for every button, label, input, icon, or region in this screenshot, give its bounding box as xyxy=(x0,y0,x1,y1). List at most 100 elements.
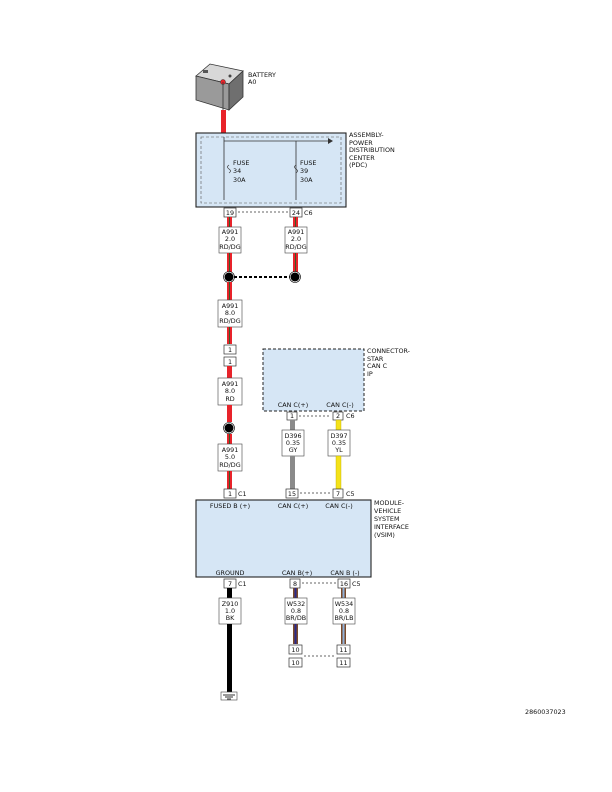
vsim-can-c-minus: CAN C(-) xyxy=(325,502,352,510)
splice-mid xyxy=(223,422,235,434)
vsim-title-5: (VSIM) xyxy=(374,531,395,539)
splice-mid-ring xyxy=(223,422,235,434)
star-title-4: IP xyxy=(367,370,373,378)
wire-a991-rd-lower xyxy=(227,405,232,422)
wire-d397-color: YL xyxy=(334,446,343,454)
wire-z910-color: BK xyxy=(226,614,235,622)
vsim-top-pin-7-label: 7 xyxy=(336,490,340,498)
bottom-pin-11-top xyxy=(336,644,351,655)
inline-pin-bottom-label: 1 xyxy=(228,358,232,366)
wire-a991-5-lower xyxy=(227,471,232,489)
wire-d397-lower xyxy=(335,455,342,490)
fuse-39-label: FUSE xyxy=(300,159,316,167)
wire-a991-8-color: RD/DG xyxy=(219,317,240,325)
battery-id: A0 xyxy=(248,78,256,86)
fuse-34-label: FUSE xyxy=(233,159,249,167)
wire-z910-lower xyxy=(227,624,232,692)
wire-a991-5-tag xyxy=(217,443,243,472)
vsim-ground: GROUND xyxy=(216,569,245,577)
wire-a991-rd-tag xyxy=(217,377,243,406)
pdc-pin-24-label: 24 xyxy=(292,209,300,217)
vsim-bot-pin-8-label: 8 xyxy=(293,580,297,588)
wire-w534-lower xyxy=(341,624,346,644)
fuse-39-number: 39 xyxy=(300,167,308,175)
pdc-title-2: POWER xyxy=(349,139,373,147)
vsim-can-c-plus: CAN C(+) xyxy=(278,502,308,510)
vsim-top-pin-15 xyxy=(285,488,299,499)
wire-z910-gauge: 1.0 xyxy=(225,607,235,615)
wire-a991-rd-gauge: 8.0 xyxy=(225,387,235,395)
wire-a991-right-circuit: A991 xyxy=(288,228,305,236)
pdc-connector: C6 xyxy=(304,209,313,217)
wire-w534-circuit: W534 xyxy=(335,600,354,608)
wire-d396-lower xyxy=(290,456,295,489)
wire-a991-rd-circuit: A991 xyxy=(222,380,239,388)
vsim-top-pin-7 xyxy=(332,488,344,499)
wire-z910-circuit: Z910 xyxy=(222,600,239,608)
wire-a991-5-gauge: 5.0 xyxy=(225,453,235,461)
wire-a991-8-circuit: A991 xyxy=(222,302,239,310)
battery-icon xyxy=(195,63,244,111)
wire-a991-8-tag xyxy=(217,299,243,328)
wire-a991-right-lower xyxy=(293,253,298,275)
wire-d396-upper xyxy=(290,420,295,430)
splice-right xyxy=(289,271,301,283)
splice-right-ring xyxy=(289,271,301,283)
pdc-title-1: ASSEMBLY- xyxy=(349,131,384,139)
fuse-34-number: 34 xyxy=(233,167,241,175)
wire-a991-left-color: RD/DG xyxy=(219,243,240,251)
wire-a991-rd-upper xyxy=(227,366,232,378)
star-title-2: STAR xyxy=(367,355,384,363)
vsim-top-pin-15-label: 15 xyxy=(288,490,296,498)
star-can-minus: CAN C(-) xyxy=(326,401,353,409)
wire-z910-upper xyxy=(227,588,232,598)
inline-pin-top xyxy=(223,344,237,355)
wire-w534-color: BR/LB xyxy=(335,614,354,622)
battery-name: BATTERY xyxy=(248,71,276,79)
pdc-title-3: DISTRIBUTION xyxy=(349,146,395,154)
star-connector-box xyxy=(262,348,365,412)
star-pin-1-label: 1 xyxy=(290,412,294,420)
wire-a991-right-color: RD/DG xyxy=(285,243,306,251)
vsim-title-1: MODULE- xyxy=(374,499,404,507)
fuse-39-icon xyxy=(294,164,298,174)
wire-a991-5-upper xyxy=(227,434,232,444)
ground-icon xyxy=(220,691,238,701)
bottom-pin-10-bottom xyxy=(288,657,303,668)
fuse-34-icon xyxy=(227,164,231,174)
star-can-plus: CAN C(+) xyxy=(278,401,308,409)
pdc-box xyxy=(195,132,347,208)
pdc-pin-19-label: 19 xyxy=(226,209,234,217)
figure-id: 2860037023 xyxy=(525,708,566,716)
wire-a991-8-upper xyxy=(227,282,232,300)
pdc-title-4: CENTER xyxy=(349,154,375,162)
wire-a991-5-color: RD/DG xyxy=(219,461,240,469)
bottom-pin-10-top xyxy=(288,644,303,655)
wire-a991-8-gauge: 8.0 xyxy=(225,309,235,317)
wire-a991-left-upper xyxy=(227,217,232,227)
vsim-top-conn-1: C1 xyxy=(238,490,247,498)
wire-d396-circuit: D396 xyxy=(284,432,301,440)
star-pin-2-label: 2 xyxy=(336,412,340,420)
vsim-fused-b: FUSED B (+) xyxy=(210,502,250,510)
wire-a991-left-gauge: 2.0 xyxy=(225,235,235,243)
wire-d397-gauge: 0.35 xyxy=(332,439,346,447)
vsim-bot-conn-1: C1 xyxy=(238,580,247,588)
vsim-can-b-plus: CAN B(+) xyxy=(282,569,312,577)
wire-a991-right-upper xyxy=(293,217,298,227)
vsim-title-3: SYSTEM xyxy=(374,515,399,523)
vsim-top-pin-1 xyxy=(223,488,237,499)
wire-d396-gauge: 0.35 xyxy=(286,439,300,447)
wire-a991-8-lower xyxy=(227,327,232,344)
fuse-39-rating: 30A xyxy=(300,176,313,184)
bottom-pin-11-bottom-label: 11 xyxy=(339,659,347,667)
vsim-bot-pin-16-label: 16 xyxy=(340,580,348,588)
splice-left xyxy=(223,271,235,283)
vsim-bot-conn-2: C5 xyxy=(352,580,361,588)
wire-w532-circuit: W532 xyxy=(287,600,306,608)
vsim-can-b-minus: CAN B (-) xyxy=(330,569,359,577)
wire-d397-upper xyxy=(335,419,342,431)
wire-w534-gauge: 0.8 xyxy=(339,607,349,615)
wire-a991-left-lower xyxy=(227,253,232,275)
